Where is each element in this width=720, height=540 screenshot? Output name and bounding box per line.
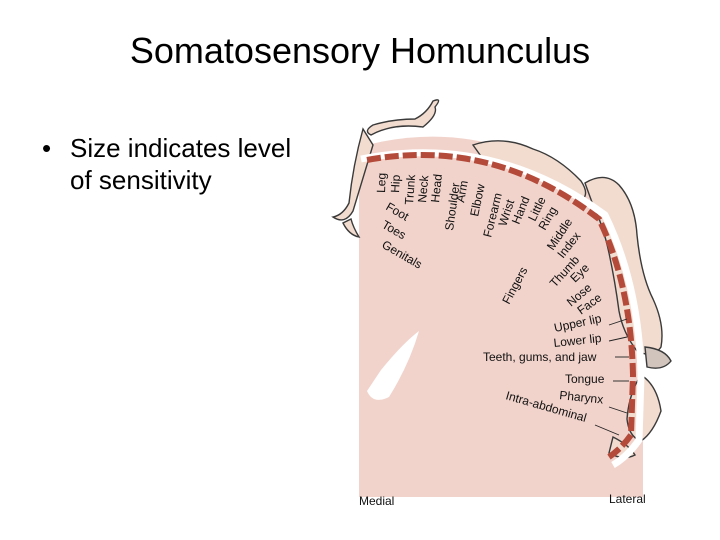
label-tongue: Tongue [565,372,605,386]
label-lower-lip: Lower lip [553,331,603,350]
label-arm: Arm [453,179,471,203]
bullet-dot: • [42,133,52,163]
label-lateral: Lateral [609,492,646,506]
label-medial: Medial [359,494,394,508]
label-leg: Leg [374,173,389,194]
homunculus-figure: Leg Hip Trunk Neck Head Shoulder Arm Elb… [331,99,672,508]
label-pharynx: Pharynx [559,388,604,407]
slide-title: Somatosensory Homunculus [129,30,591,71]
label-trunk: Trunk [402,173,418,205]
bullet-point: • Size indicates level of sensitivity [42,132,312,196]
ventricle-shape [367,331,419,400]
somatosensory-strip [366,152,637,460]
label-head: Head [428,173,445,203]
label-teeth: Teeth, gums, and jaw [483,350,597,364]
cortex-section [359,136,643,497]
bullet-text: Size indicates level of sensitivity [70,133,292,195]
arc-labels: Leg Hip Trunk Neck Head Shoulder Arm Elb… [374,173,605,318]
label-neck: Neck [415,174,431,203]
leader-lines [594,318,629,436]
label-hip: Hip [388,174,403,193]
label-shoulder: Shoulder [442,182,463,232]
label-elbow: Elbow [467,182,488,217]
